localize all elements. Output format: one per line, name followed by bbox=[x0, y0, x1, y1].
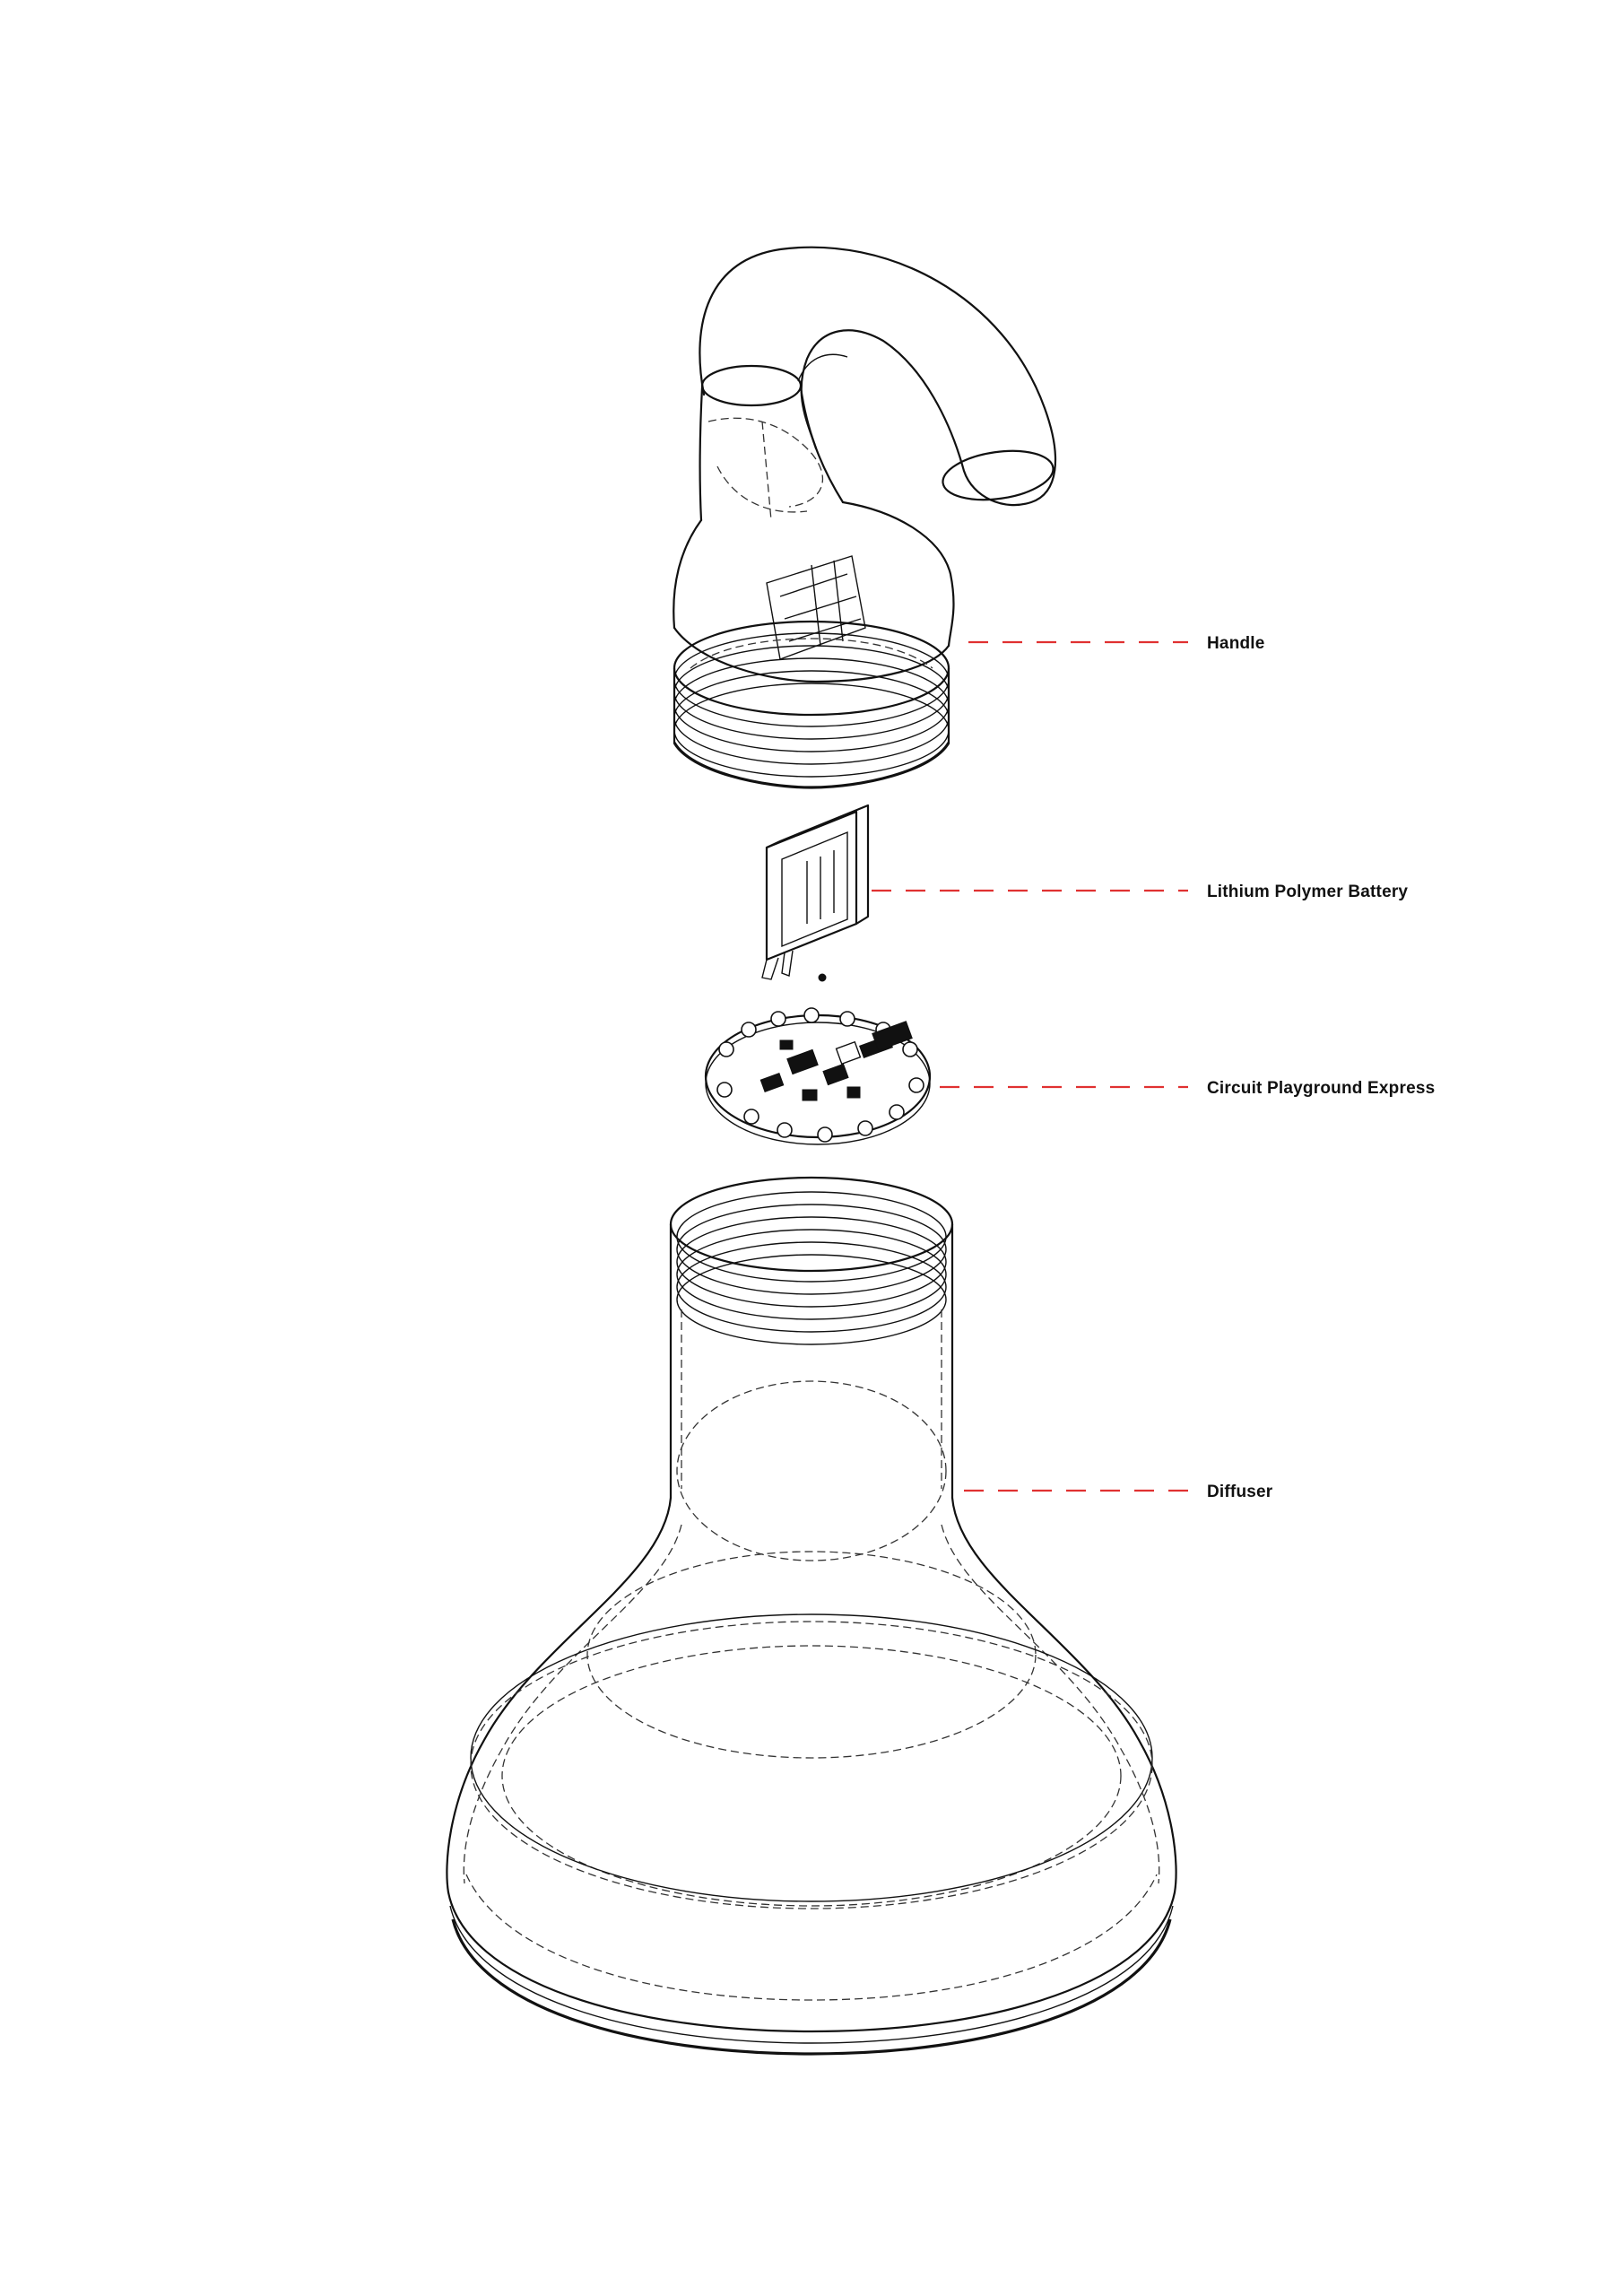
diffuser-part bbox=[446, 1176, 1177, 2056]
label-battery: Lithium Polymer Battery bbox=[1207, 883, 1408, 901]
handle-part bbox=[673, 246, 1057, 789]
label-circuit: Circuit Playground Express bbox=[1207, 1079, 1435, 1098]
circuit-part bbox=[704, 1007, 932, 1145]
leader-lines bbox=[872, 640, 1188, 1492]
label-diffuser: Diffuser bbox=[1207, 1483, 1273, 1501]
callout-labels: Handle Lithium Polymer Battery Circuit P… bbox=[1207, 634, 1435, 1501]
label-handle: Handle bbox=[1207, 634, 1265, 653]
battery-part bbox=[761, 804, 870, 982]
